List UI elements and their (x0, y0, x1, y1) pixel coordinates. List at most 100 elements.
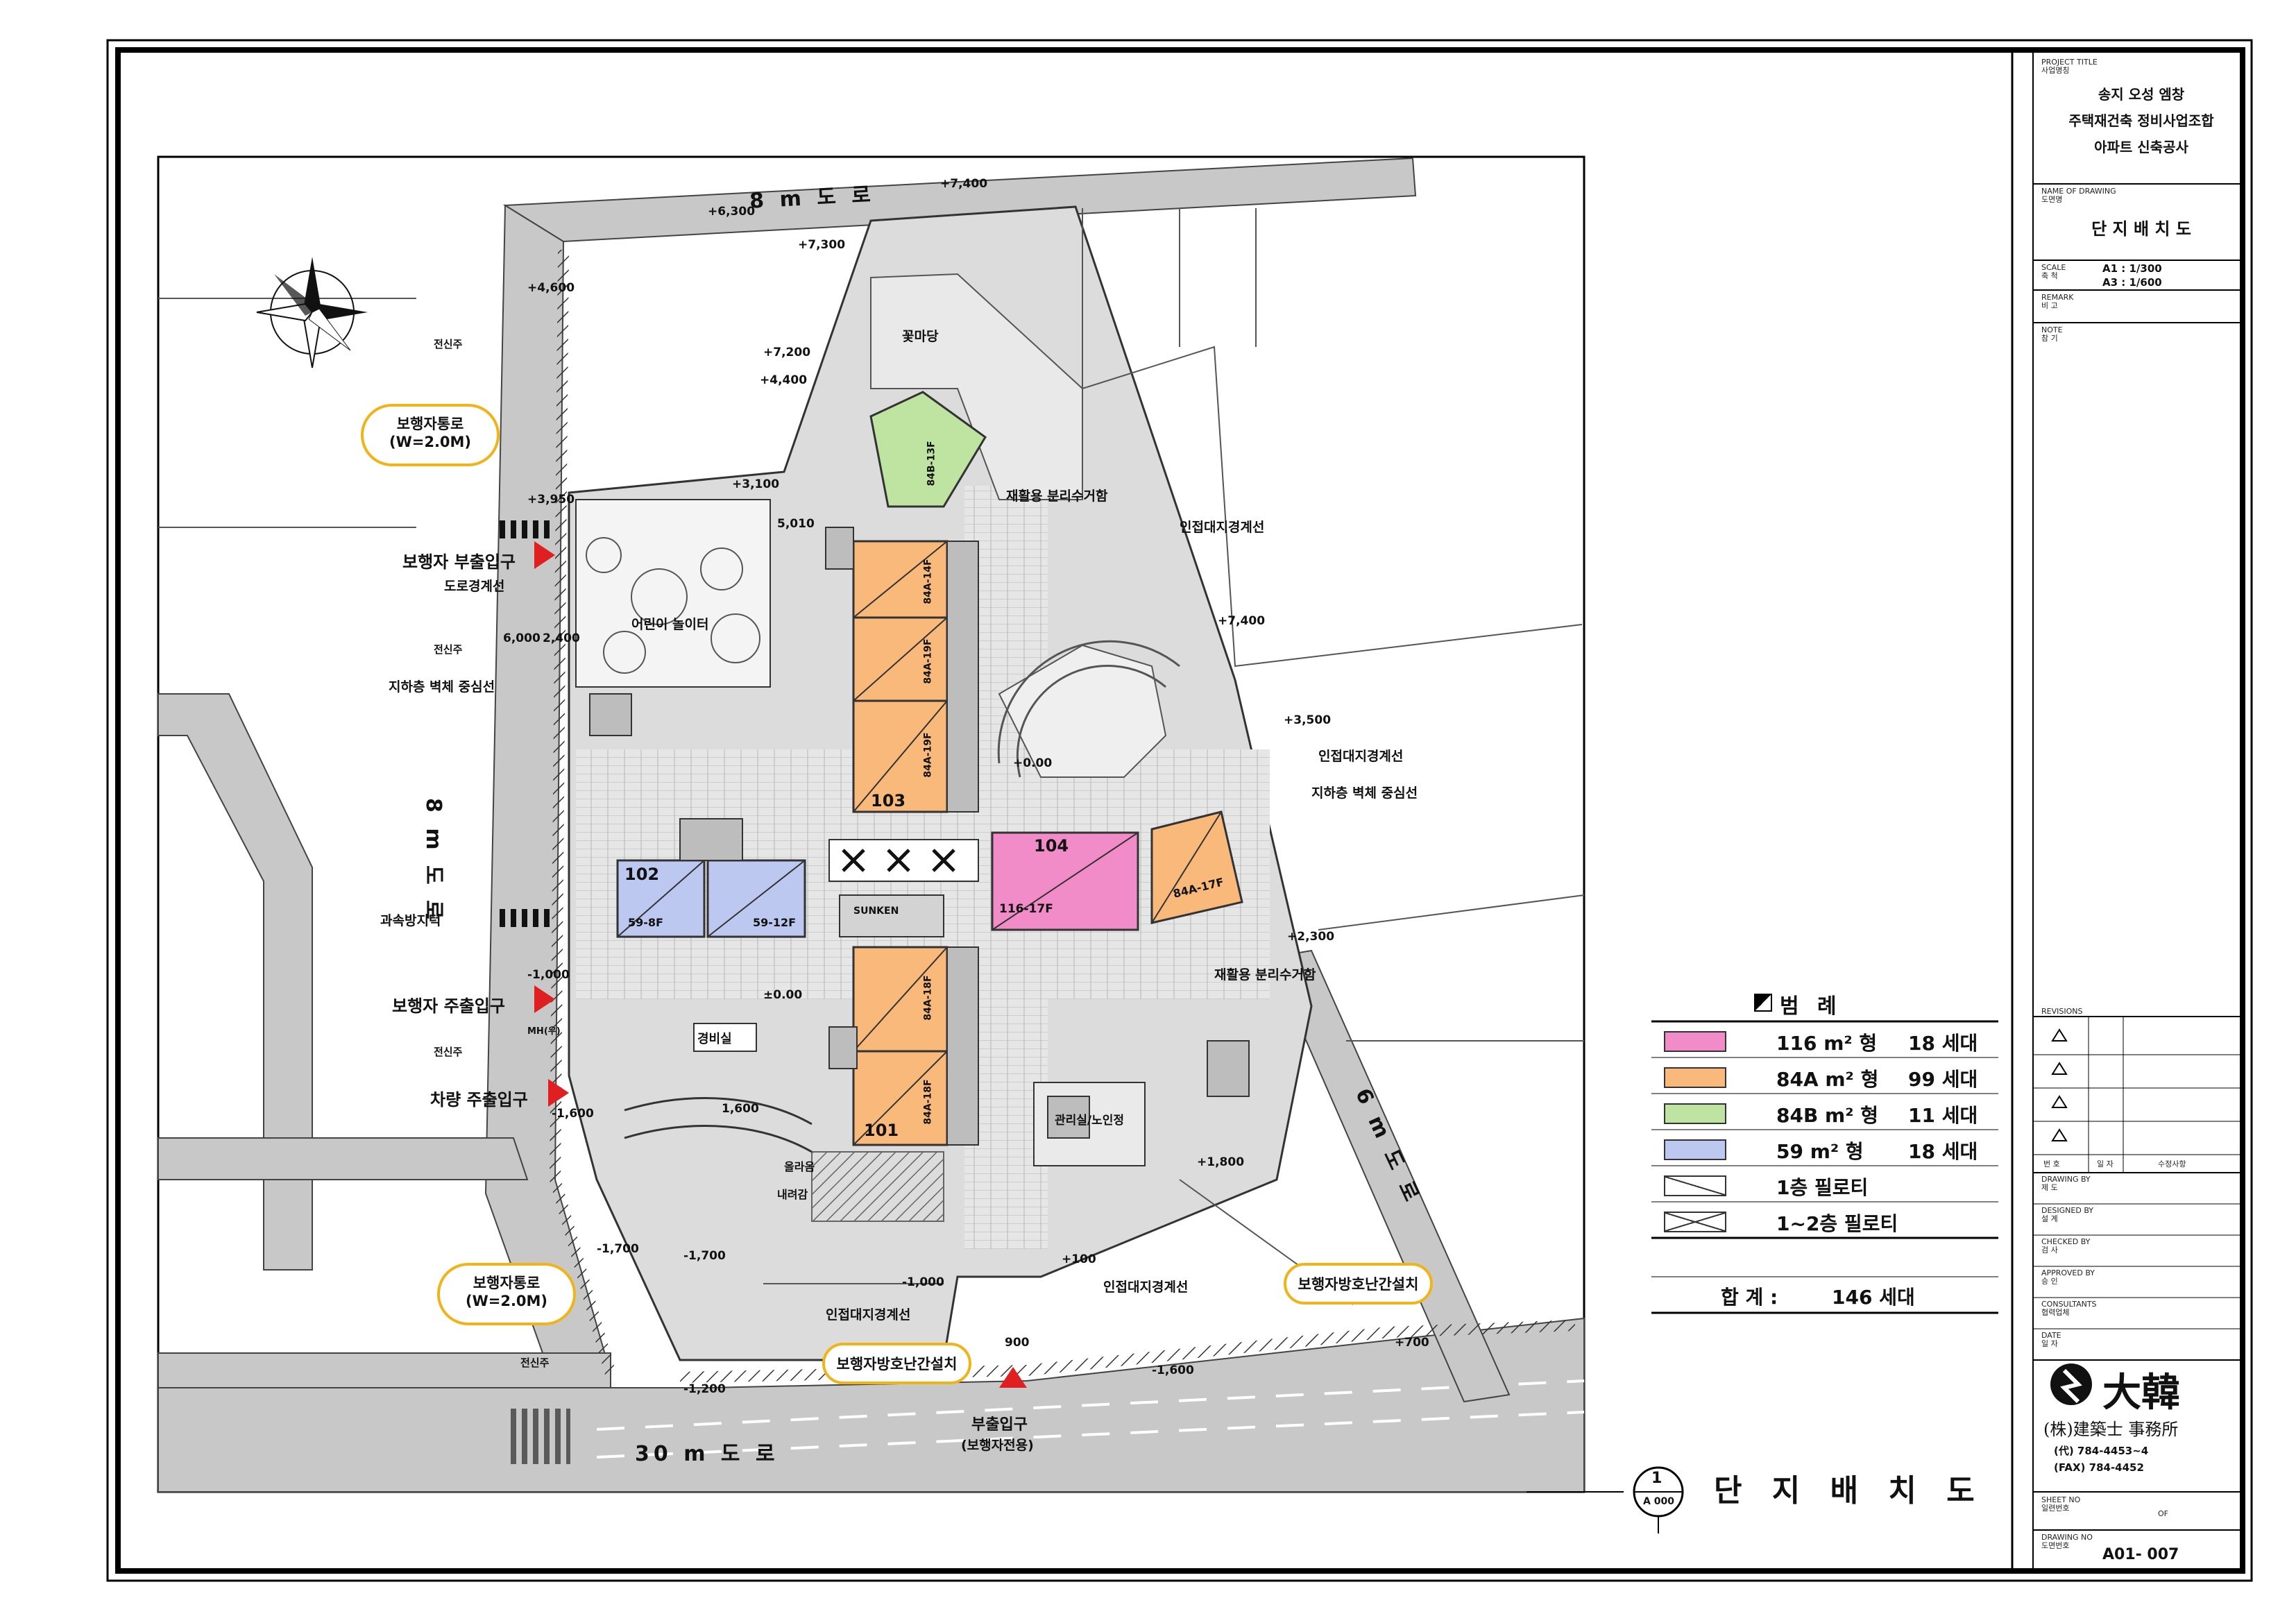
designed-by-label: DESIGNED BY (2041, 1206, 2093, 1215)
checked-by-sub: 검 사 (2041, 1246, 2058, 1255)
revision-header-date: 일 자 (2097, 1159, 2114, 1169)
basement-wall-label-2: 지하층 벽체 중심선 (1311, 785, 1418, 801)
building-104-unit-1: 116-17F (999, 902, 1053, 916)
consultants-sub: 협력업체 (2041, 1308, 2070, 1317)
utility-pole-label-3: 전신주 (434, 1046, 463, 1058)
scale-sub: 축 척 (2041, 271, 2058, 280)
pedestrian-main-entry: 보행자 주출입구 (392, 996, 505, 1016)
project-title-label: PROJECT TITLE (2041, 58, 2098, 67)
legend-row: 1층 필로티 (1651, 1167, 1998, 1203)
basement-wall-label: 지하층 벽체 중심선 (389, 679, 495, 695)
building-102-id: 102 (624, 865, 660, 884)
legend-total-label: 합 계 : (1721, 1286, 1778, 1309)
pedestrian-sub-entry: 보행자 부출입구 (402, 552, 516, 572)
sheet-of: OF (2158, 1509, 2168, 1518)
guard-house-label: 경비실 (697, 1032, 732, 1046)
legend-count: 18 세대 (1908, 1032, 1978, 1055)
elevation: 900 (1005, 1336, 1030, 1350)
project-title-sub: 사업명칭 (2041, 66, 2070, 75)
sheet-no-sub: 일련번호 (2041, 1504, 2070, 1513)
recycle-label-1: 재활용 분리수거함 (1006, 488, 1108, 504)
elevation: +700 (1395, 1336, 1429, 1350)
elevation: -1,600 (552, 1107, 594, 1121)
flower-yard-label: 꽃마당 (902, 329, 939, 344)
legend-title: 범 례 (1780, 994, 1842, 1019)
building-101-unit-1: 84A-18F (922, 1079, 934, 1125)
firm-fax: (FAX) 784-4452 (2054, 1461, 2144, 1474)
scale-a3: A3 : 1/600 (2102, 276, 2162, 289)
legend-total-value: 146 세대 (1832, 1286, 1915, 1309)
elevation: +4,400 (760, 373, 808, 387)
adjacent-boundary-label-3: 인접대지경계선 (1103, 1280, 1189, 1295)
utility-pole-label-2: 전신주 (434, 643, 463, 656)
building-103-unit-1: 84B-13F (926, 441, 937, 486)
utility-pole-label-4: 전신주 (520, 1357, 550, 1369)
elevation: -1,000 (902, 1275, 944, 1289)
remark-label: REMARK (2041, 293, 2074, 302)
building-102-unit-1: 59-8F (628, 916, 663, 929)
north-arrow-icon (256, 257, 368, 368)
approved-by-label: APPROVED BY (2041, 1268, 2095, 1277)
firm-name: 大韓 (2102, 1370, 2180, 1416)
elevation: +7,400 (940, 177, 988, 191)
sub-entry-bottom-note: (보행자전용) (961, 1438, 1034, 1453)
building-105-unit-1: 84A-18F (922, 975, 934, 1021)
drawing-no: A01- 007 (2102, 1546, 2179, 1563)
caption-number: 1 (1651, 1470, 1663, 1487)
sunken-label: SUNKEN (853, 906, 899, 917)
sheet-no-label: SHEET NO (2041, 1495, 2081, 1504)
legend-count: 11 세대 (1908, 1104, 1978, 1127)
elevation: 1,600 (722, 1102, 759, 1116)
building-104-id: 104 (1034, 836, 1069, 856)
legend-type: 1층 필로티 (1776, 1176, 1869, 1199)
date-label: DATE (2041, 1331, 2061, 1340)
legend-row: 84A m² 형 99 세대 (1651, 1059, 1998, 1095)
elevation: +7,300 (798, 238, 846, 252)
pedestrian-path-bubble-2: 보행자통로 (W=2.0M) (437, 1263, 576, 1325)
manhole-label: MH(우) (527, 1026, 561, 1037)
elevation: -1,700 (597, 1242, 639, 1256)
elevation: +2,300 (1287, 930, 1335, 944)
adjacent-boundary-label-2: 인접대지경계선 (1318, 749, 1404, 764)
elevation: 2,400 (543, 631, 580, 645)
drawing-no-sub: 도면번호 (2041, 1541, 2070, 1550)
pedestrian-path-bubble-1: 보행자통로 (W=2.0M) (361, 404, 500, 466)
guard-rail-bubble-2: 보행자방호난간설치 (1284, 1263, 1433, 1305)
elevation: 6,000 (503, 631, 541, 645)
project-line-1: 송지 오성 엠창 (2098, 86, 2185, 103)
elevation: +3,500 (1284, 713, 1332, 727)
caption-title: 단 지 배 치 도 (1714, 1473, 1984, 1509)
elevation: -1,200 (683, 1382, 726, 1396)
building-103-unit-2: 84A-14F (922, 559, 934, 604)
community-label: 관리실/노인정 (1055, 1114, 1125, 1128)
elevation: +1,800 (1197, 1155, 1245, 1169)
designed-by-sub: 설 계 (2041, 1214, 2058, 1223)
elevation: +3,100 (732, 477, 780, 491)
legend-type: 84A m² 형 (1776, 1068, 1879, 1091)
firm-sub: (株)建築士 事務所 (2043, 1420, 2179, 1439)
sub-entry-bottom: 부출입구 (971, 1416, 1028, 1434)
building-103-unit-4: 84A-19F (922, 732, 934, 778)
scale-label: SCALE (2041, 263, 2066, 272)
utility-pole-label-1: 전신주 (434, 338, 463, 350)
revision-header-desc: 수정사항 (2158, 1159, 2186, 1169)
approved-by-sub: 승 인 (2041, 1277, 2058, 1286)
elevation: -1,000 (527, 968, 570, 982)
drawing-name-label: NAME OF DRAWING (2041, 187, 2116, 196)
road-boundary-label: 도로경계선 (444, 579, 505, 594)
legend-row: 1~2층 필로티 (1651, 1203, 1998, 1239)
legend-type: 84B m² 형 (1776, 1104, 1879, 1127)
firm-tel: (代) 784-4453~4 (2054, 1445, 2149, 1457)
checked-by-label: CHECKED BY (2041, 1237, 2091, 1246)
elevation: +3,950 (527, 493, 575, 507)
elevation: 5,010 (777, 517, 815, 531)
legend-type: 59 m² 형 (1776, 1140, 1864, 1163)
legend-swatch (1664, 1103, 1726, 1124)
road-south: 30 m 도 로 (635, 1442, 779, 1466)
adjacent-boundary-label-1: 인접대지경계선 (1180, 520, 1265, 535)
legend-count: 99 세대 (1908, 1068, 1978, 1091)
recycle-label-2: 재활용 분리수거함 (1214, 967, 1316, 983)
